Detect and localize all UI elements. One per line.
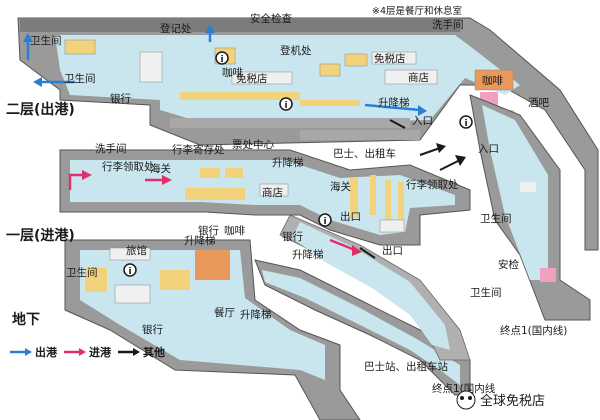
label-coffee: 咖啡 (224, 225, 245, 237)
label-elevator: 升降梯 (184, 234, 216, 247)
label-baggage-claim: 行李领取处 (406, 178, 459, 191)
info-icon: i (215, 51, 229, 65)
floor-basement-title: 地下 (12, 311, 40, 328)
label-bank: 银行 (198, 224, 219, 237)
label-exit: 出口 (340, 210, 361, 223)
label-customs: 海关 (330, 180, 351, 193)
label-entrance: 入口 (412, 115, 433, 127)
label-bank: 银行 (142, 323, 163, 336)
legend-other: 其他 (143, 345, 165, 359)
label-ticket: 票处中心 (232, 138, 274, 151)
label-wc: 卫生间 (30, 34, 62, 47)
info-icon: i (459, 115, 473, 129)
right-wing (469, 94, 591, 321)
label-elevator: 升降梯 (292, 248, 324, 261)
legend: 出港 进港 其他 (10, 345, 165, 359)
label-bank: 银行 (282, 230, 303, 243)
label-elevator: 升降梯 (240, 308, 272, 321)
label-boarding: 登机处 (280, 44, 312, 57)
hotel-icon: i (123, 263, 137, 277)
svg-text:i: i (220, 55, 223, 65)
svg-text:i: i (323, 217, 326, 227)
svg-text:i: i (128, 267, 131, 277)
watermark-text: 全球免税店 (480, 393, 545, 409)
legend-departure: 出港 (35, 345, 58, 359)
basement (64, 239, 471, 420)
note-4th-floor: ※4层是餐厅和休息室 (372, 5, 462, 17)
label-entrance: 入口 (478, 143, 499, 155)
label-bar: 酒吧 (528, 96, 549, 109)
floor-lower-title: 一层(进港) (6, 227, 75, 244)
label-washroom: 洗手间 (432, 18, 464, 31)
label-security: 安全检查 (250, 12, 292, 25)
label-restaurant: 餐厅 (214, 306, 235, 319)
label-bus-taxi-station: 巴士站、出租车站 (364, 360, 448, 373)
departure-arrows (23, 24, 427, 116)
label-bank: 银行 (110, 92, 131, 105)
label-terminal1-short: 终点1(国内线 (432, 382, 496, 395)
label-elevator: 升降梯 (378, 96, 410, 109)
label-customs: 海关 (150, 162, 171, 175)
label-shop: 商店 (408, 71, 429, 84)
label-dutyfree: 免税店 (236, 72, 268, 85)
floor-upper-title: 二层(出港) (6, 101, 75, 118)
label-washroom: 洗手间 (95, 142, 127, 155)
other-arrows (359, 119, 466, 259)
label-wc: 卫生间 (64, 72, 96, 85)
label-bus-taxi: 巴士、出租车 (333, 147, 396, 160)
legend-arrival: 进港 (89, 345, 112, 359)
arrival-arrows (68, 170, 362, 256)
label-shop: 商店 (262, 186, 283, 199)
label-wc: 卫生间 (66, 266, 98, 279)
info-icon: i (318, 213, 332, 227)
label-terminal1: 终点1(国内线) (500, 324, 567, 337)
svg-text:i: i (284, 101, 287, 111)
watermark: 全球免税店 (456, 390, 545, 410)
label-baggage-claim: 行李领取处 (102, 160, 155, 173)
svg-text:i: i (464, 119, 467, 129)
label-wc: 卫生间 (480, 212, 512, 225)
label-baggage-storage: 行李寄存处 (172, 143, 225, 156)
label-hotel: 旅馆 (126, 244, 147, 257)
label-checkin: 登记处 (160, 22, 192, 35)
label-wc: 卫生间 (470, 286, 502, 299)
label-elevator: 升降梯 (272, 156, 304, 169)
label-inspection: 安检 (498, 258, 519, 271)
label-dutyfree: 免税店 (374, 52, 406, 65)
label-coffee: 咖啡 (222, 67, 243, 79)
label-exit: 出口 (382, 244, 403, 257)
info-icon: i (279, 97, 293, 111)
label-coffee: 咖啡 (482, 75, 503, 87)
